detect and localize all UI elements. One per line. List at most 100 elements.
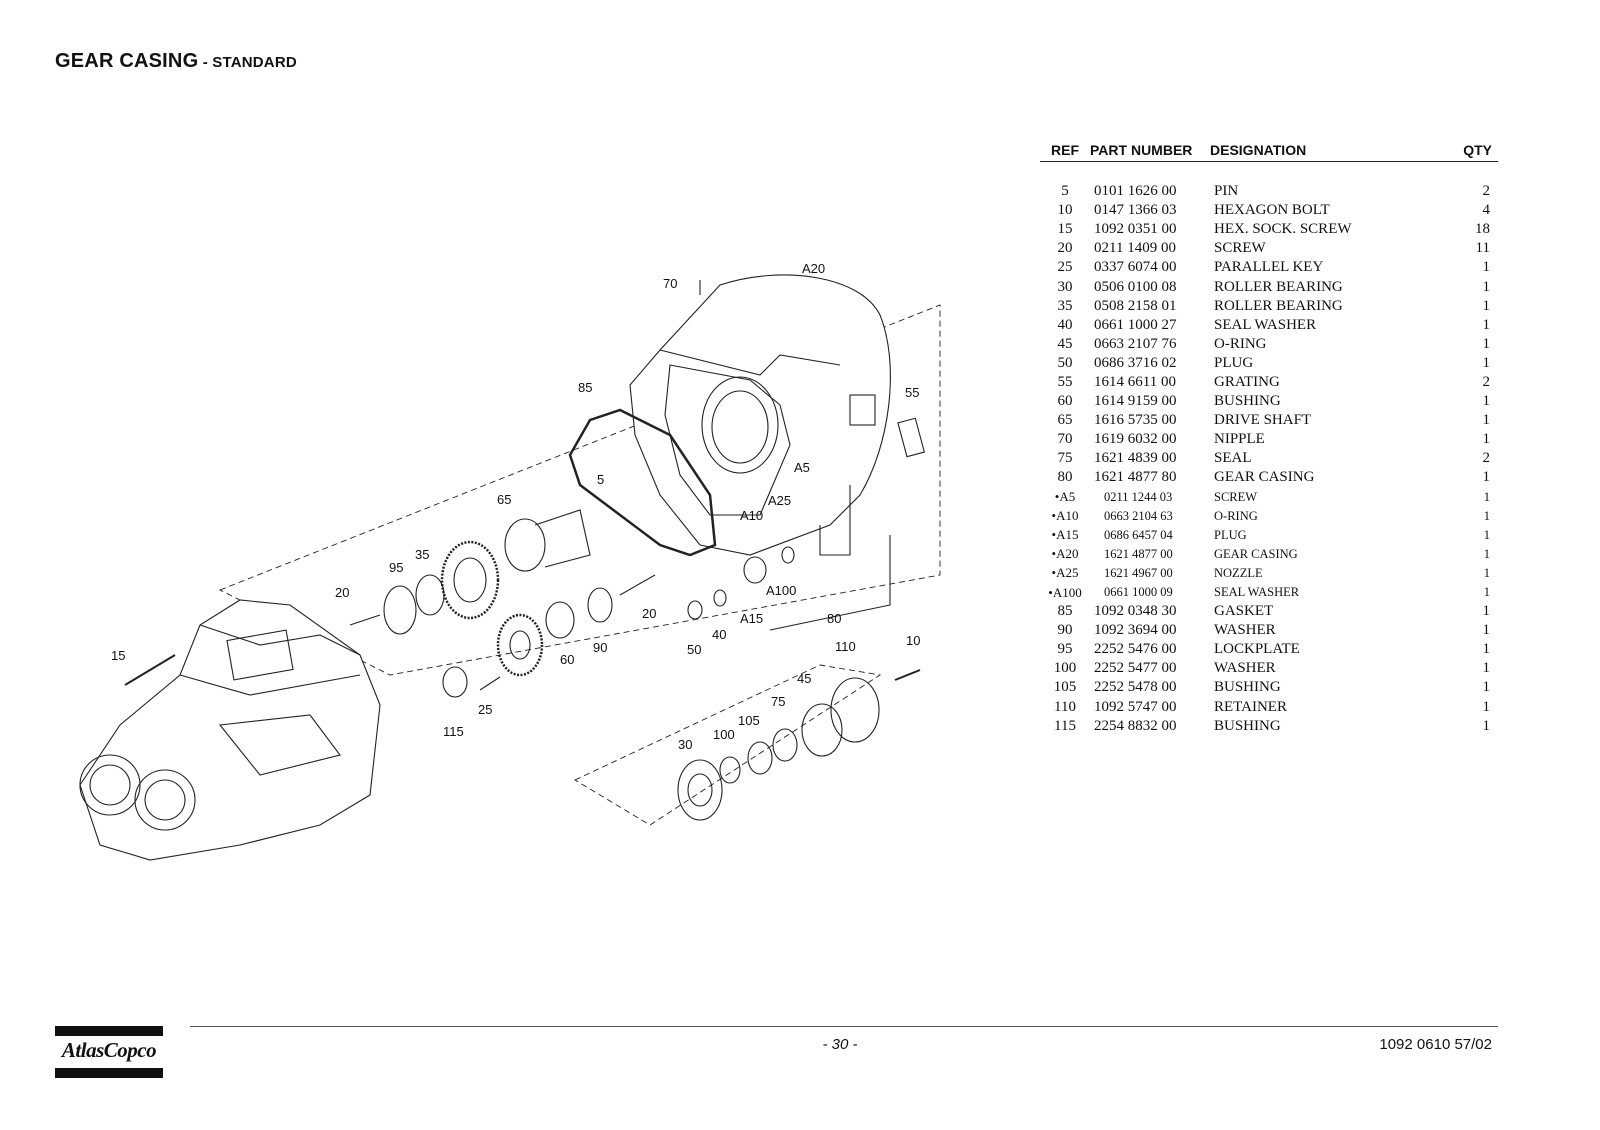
cell-qty: 1 <box>1483 489 1490 504</box>
cell-ref: 70 <box>1057 431 1073 448</box>
seal-icon <box>772 728 798 762</box>
cell-designation: ROLLER BEARING <box>1214 297 1343 314</box>
cell-part-number: 2252 5477 00 <box>1094 660 1177 677</box>
cell-designation: PLUG <box>1214 527 1247 542</box>
cell-designation: GRATING <box>1214 373 1280 390</box>
compressor-housing-icon <box>79 599 381 861</box>
cell-part-number: 0211 1409 00 <box>1094 240 1176 257</box>
cell-designation: WASHER <box>1214 622 1276 639</box>
cell-ref: 110 <box>1054 698 1076 715</box>
callout-A15: A15 <box>740 611 763 626</box>
callout-labels: 70 A20 85 55 5 A5 A25 A10 65 35 95 20 15… <box>111 261 920 752</box>
cell-qty: 2 <box>1482 450 1491 467</box>
cell-ref: •A100 <box>1048 584 1082 600</box>
cell-qty: 1 <box>1482 469 1491 486</box>
cell-designation: PLUG <box>1214 354 1254 371</box>
cell-designation: SCREW <box>1214 240 1266 257</box>
cell-designation: PIN <box>1214 183 1239 200</box>
callout-70: 70 <box>663 276 677 291</box>
cell-ref: •A15 <box>1051 527 1079 543</box>
cell-qty: 1 <box>1482 641 1491 658</box>
cell-qty: 18 <box>1475 221 1490 238</box>
gasket-icon <box>568 408 717 557</box>
col-header-designation: DESIGNATION <box>1210 141 1442 162</box>
gear-icon <box>440 540 500 620</box>
bushing-icon <box>747 741 773 775</box>
cell-part-number: 1614 6611 00 <box>1094 373 1176 390</box>
page-title: GEAR CASING - STANDARD <box>55 50 297 73</box>
cell-qty: 1 <box>1482 717 1491 734</box>
cell-part-number: 0663 2107 76 <box>1094 335 1177 352</box>
cell-designation: GEAR CASING <box>1214 469 1315 486</box>
cell-ref: 45 <box>1057 335 1073 352</box>
gear-casing-icon <box>629 274 891 556</box>
callout-25: 25 <box>478 702 492 717</box>
cell-designation: BUSHING <box>1214 393 1281 410</box>
cell-designation: BUSHING <box>1214 717 1281 734</box>
cell-ref: 85 <box>1057 603 1073 620</box>
plug-icon <box>743 556 767 584</box>
cell-qty: 11 <box>1475 240 1490 257</box>
cell-designation: O-RING <box>1214 508 1258 523</box>
callout-80: 80 <box>827 611 841 626</box>
casing-bracket <box>769 535 891 631</box>
bushing-icon <box>545 601 575 639</box>
cell-qty: 2 <box>1482 183 1491 200</box>
cell-ref: 100 <box>1053 660 1077 677</box>
cell-qty: 1 <box>1482 335 1491 352</box>
cell-ref: •A20 <box>1051 546 1079 562</box>
cell-designation: DRIVE SHAFT <box>1214 412 1312 429</box>
washer-icon <box>719 756 741 784</box>
cell-qty: 1 <box>1482 698 1491 715</box>
cell-designation: BUSHING <box>1214 679 1281 696</box>
roller-bearing-icon <box>415 574 445 616</box>
cell-designation: HEX. SOCK. SCREW <box>1214 221 1352 238</box>
cell-qty: 1 <box>1483 565 1490 580</box>
washer-icon <box>587 587 613 623</box>
grating-icon <box>897 417 926 458</box>
cell-designation: SEAL WASHER <box>1214 316 1317 333</box>
cell-ref: 20 <box>1057 240 1073 257</box>
cell-part-number: 1092 5747 00 <box>1094 698 1177 715</box>
table-row: 110 1092 5747 00 RETAINER 1 <box>1040 698 1498 717</box>
cell-qty: 1 <box>1483 585 1490 600</box>
roller-bearing-icon <box>677 759 723 821</box>
callout-85: 85 <box>578 380 592 395</box>
callout-105: 105 <box>738 713 760 728</box>
callout-30: 30 <box>678 737 692 752</box>
cell-part-number: 0506 0100 08 <box>1094 278 1177 295</box>
cell-qty: 1 <box>1482 393 1491 410</box>
cell-qty: 1 <box>1482 278 1491 295</box>
table-row: 20 0211 1409 00 SCREW 11 <box>1040 239 1498 258</box>
cell-part-number: 1092 0351 00 <box>1094 221 1177 238</box>
footer-divider <box>190 1026 1498 1027</box>
cell-designation: SEAL WASHER <box>1214 585 1300 600</box>
retainer-icon <box>830 677 880 743</box>
hexagon-bolt-icon <box>894 669 921 681</box>
o-ring-icon <box>801 703 843 757</box>
cell-part-number: 0337 6074 00 <box>1094 259 1177 276</box>
cell-designation: LOCKPLATE <box>1214 641 1300 658</box>
cell-designation: GEAR CASING <box>1214 546 1298 561</box>
cell-designation: RETAINER <box>1214 698 1287 715</box>
drive-shaft-icon <box>504 509 591 572</box>
seal-washer-icon <box>781 546 795 564</box>
cell-ref: 50 <box>1057 354 1073 371</box>
cell-qty: 1 <box>1482 412 1491 429</box>
cell-part-number: 0508 2158 01 <box>1094 297 1177 314</box>
